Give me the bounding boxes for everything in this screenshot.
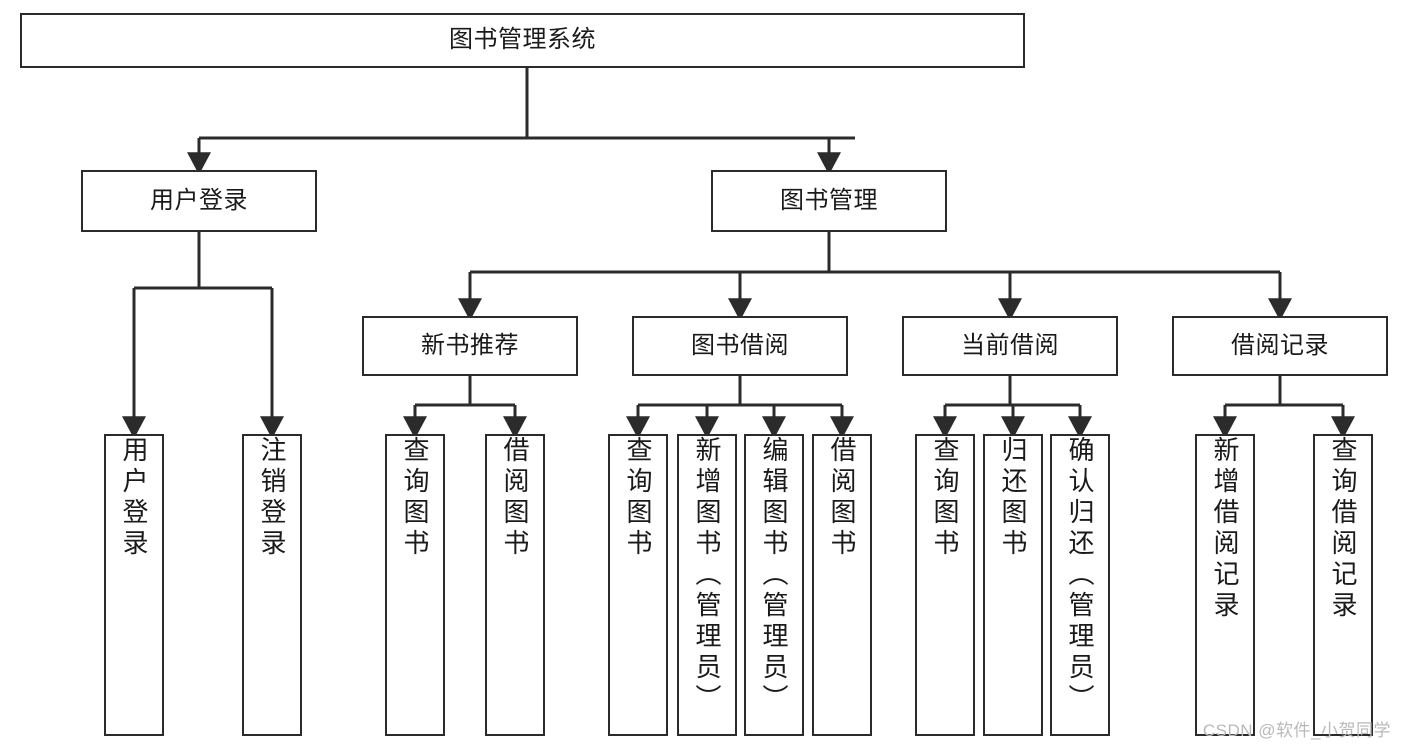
node-book-management[interactable]: 图书管理	[711, 170, 947, 232]
leaf-query-book-current[interactable]: 查询图书	[915, 434, 975, 736]
node-label: 借阅图书	[500, 436, 530, 560]
node-label: 当前借阅	[961, 331, 1059, 359]
leaf-user-login[interactable]: 用户登录	[104, 434, 164, 736]
leaf-add-book-admin[interactable]: 新增图书（管理员）	[677, 434, 737, 736]
node-label: 用户登录	[150, 186, 248, 214]
node-label: 新书推荐	[421, 331, 519, 359]
node-label: 查询图书	[930, 436, 960, 560]
node-user-login[interactable]: 用户登录	[81, 170, 317, 232]
node-root-system[interactable]: 图书管理系统	[20, 13, 1025, 68]
node-label: 查询图书	[623, 436, 653, 560]
leaf-borrow-book[interactable]: 借阅图书	[812, 434, 872, 736]
node-borrow-record[interactable]: 借阅记录	[1172, 316, 1388, 376]
leaf-return-book[interactable]: 归还图书	[983, 434, 1043, 736]
leaf-borrow-book-recommend[interactable]: 借阅图书	[485, 434, 545, 736]
node-label: 图书管理	[780, 186, 878, 214]
leaf-edit-book-admin[interactable]: 编辑图书（管理员）	[744, 434, 804, 736]
node-label: 注销登录	[257, 436, 287, 560]
leaf-query-book-recommend[interactable]: 查询图书	[385, 434, 445, 736]
node-new-book-recommend[interactable]: 新书推荐	[362, 316, 578, 376]
node-label: 用户登录	[119, 436, 149, 560]
csdn-watermark: CSDN @软件_小贺同学	[1202, 721, 1391, 740]
node-label: 借阅记录	[1231, 331, 1329, 359]
node-label: 归还图书	[998, 436, 1028, 560]
leaf-logout-login[interactable]: 注销登录	[242, 434, 302, 736]
leaf-query-book-borrow[interactable]: 查询图书	[608, 434, 668, 736]
leaf-confirm-return-admin[interactable]: 确认归还（管理员）	[1050, 434, 1110, 736]
node-current-borrow[interactable]: 当前借阅	[902, 316, 1118, 376]
leaf-query-borrow-record[interactable]: 查询借阅记录	[1313, 434, 1373, 736]
node-label: 新增借阅记录	[1210, 436, 1240, 622]
node-label: 图书管理系统	[449, 26, 596, 54]
node-label: 查询图书	[400, 436, 430, 560]
node-book-borrow[interactable]: 图书借阅	[632, 316, 848, 376]
node-label: 借阅图书	[827, 436, 857, 560]
leaf-add-borrow-record[interactable]: 新增借阅记录	[1195, 434, 1255, 736]
node-label: 确认归还（管理员）	[1065, 436, 1095, 715]
node-label: 编辑图书（管理员）	[759, 436, 789, 715]
node-label: 图书借阅	[691, 331, 789, 359]
node-label: 新增图书（管理员）	[692, 436, 722, 715]
node-label: 查询借阅记录	[1328, 436, 1358, 622]
